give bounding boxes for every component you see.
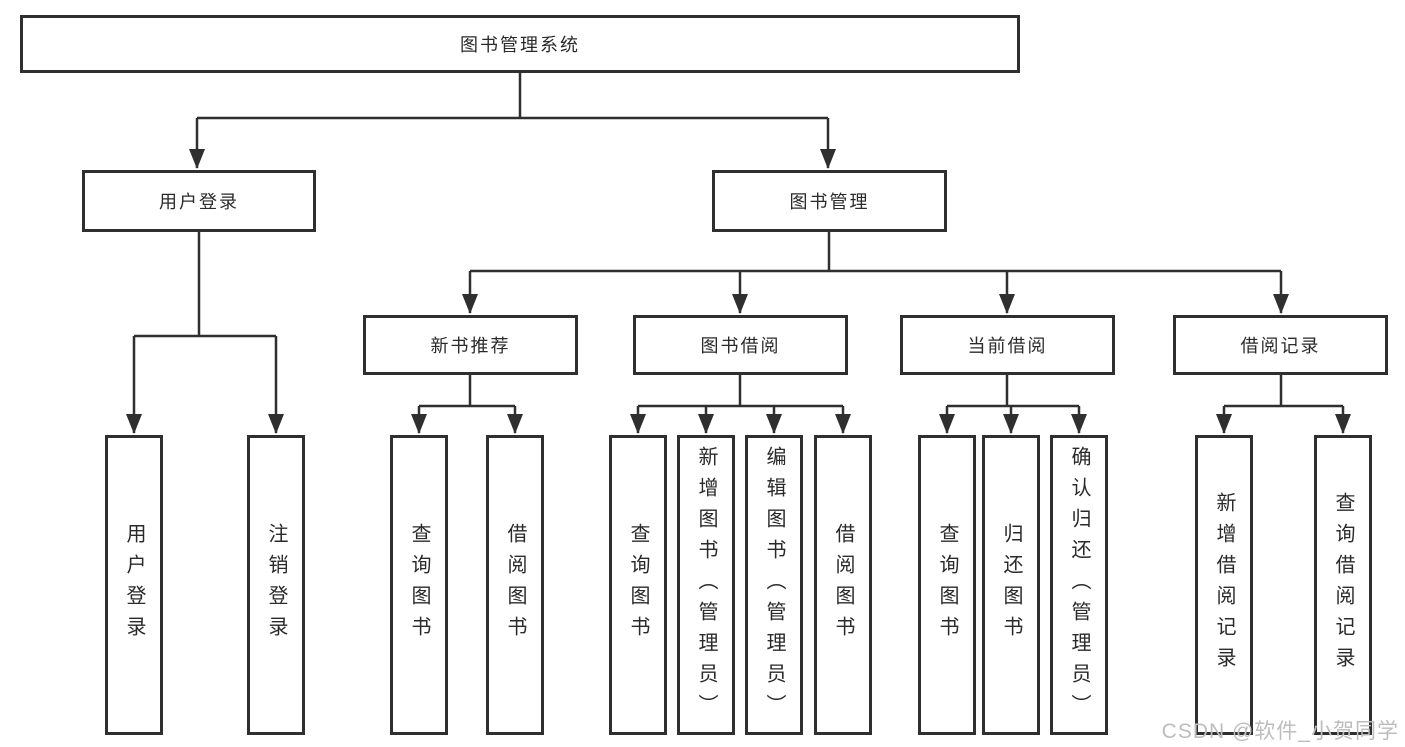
node-label: 图书借阅 xyxy=(700,336,781,356)
node-label: 查询借阅记录 xyxy=(1332,492,1354,678)
leaf-query-books-recommend: 查询图书 xyxy=(390,435,448,735)
leaf-borrow-books-recommend: 借阅图书 xyxy=(486,435,544,735)
node-label: 查询图书 xyxy=(408,523,430,647)
node-label: 新书推荐 xyxy=(430,336,511,356)
leaf-return-books: 归还图书 xyxy=(982,435,1040,735)
node-label: 编辑图书（管理员） xyxy=(763,445,785,725)
leaf-query-books-borrow: 查询图书 xyxy=(609,435,667,735)
leaf-logout: 注销登录 xyxy=(247,435,305,735)
leaf-query-borrow-record: 查询借阅记录 xyxy=(1314,435,1372,735)
node-label: 借阅图书 xyxy=(832,523,854,647)
node-new-book-recommendation: 新书推荐 xyxy=(363,315,578,375)
node-book-management: 图书管理 xyxy=(712,170,947,232)
node-label: 归还图书 xyxy=(1000,523,1022,647)
node-label: 查询图书 xyxy=(936,523,958,647)
leaf-query-books-current: 查询图书 xyxy=(918,435,976,735)
node-label: 图书管理 xyxy=(789,192,870,212)
leaf-confirm-return-admin: 确认归还（管理员） xyxy=(1050,435,1108,735)
node-label: 确认归还（管理员） xyxy=(1068,445,1090,725)
node-label: 用户登录 xyxy=(123,523,145,647)
node-label: 注销登录 xyxy=(265,523,287,647)
node-label: 当前借阅 xyxy=(967,336,1048,356)
node-borrowing-records: 借阅记录 xyxy=(1173,315,1388,375)
leaf-edit-books-admin: 编辑图书（管理员） xyxy=(745,435,803,735)
node-book-management-system: 图书管理系统 xyxy=(20,15,1020,73)
watermark: CSDN @软件_小贺同学 xyxy=(1161,720,1399,743)
node-current-borrowing: 当前借阅 xyxy=(900,315,1115,375)
leaf-user-login: 用户登录 xyxy=(105,435,163,735)
leaf-add-books-admin: 新增图书（管理员） xyxy=(677,435,735,735)
node-label: 新增图书（管理员） xyxy=(695,445,717,725)
node-label: 用户登录 xyxy=(159,192,239,212)
leaf-borrow-books: 借阅图书 xyxy=(814,435,872,735)
node-label: 图书管理系统 xyxy=(460,35,580,55)
node-label: 查询图书 xyxy=(627,523,649,647)
leaf-add-borrow-record: 新增借阅记录 xyxy=(1195,435,1253,735)
node-label: 新增借阅记录 xyxy=(1213,492,1235,678)
node-label: 借阅记录 xyxy=(1240,336,1321,356)
node-book-borrowing: 图书借阅 xyxy=(633,315,848,375)
node-label: 借阅图书 xyxy=(504,523,526,647)
node-user-login: 用户登录 xyxy=(82,170,316,232)
